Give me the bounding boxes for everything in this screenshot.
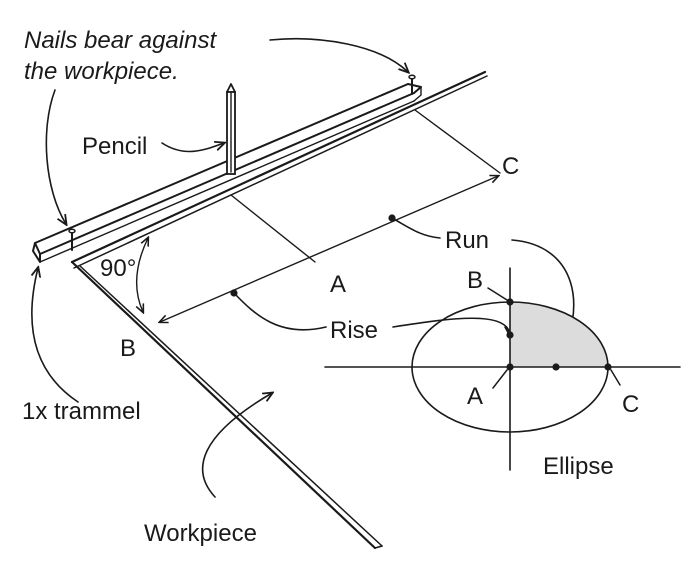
- leader-lines: [32, 37, 575, 498]
- dimension-lines: [137, 109, 501, 322]
- ellipse-run-dot: [552, 363, 560, 371]
- trammel-point-a: A: [330, 271, 346, 298]
- ellipse-figure: [324, 267, 681, 471]
- ellipse-point-c-label: C: [622, 391, 639, 418]
- trammel-point-c: C: [502, 153, 519, 180]
- ellipse-rise-dot: [506, 331, 514, 339]
- rise-label: Rise: [330, 317, 378, 344]
- workpiece-label: Workpiece: [144, 520, 257, 547]
- ellipse-point-a-label: A: [467, 383, 483, 410]
- ellipse-point-c: [604, 363, 612, 371]
- run-label: Run: [445, 227, 489, 254]
- pencil: [226, 83, 236, 175]
- nails-callout-line2: the workpiece.: [24, 58, 179, 85]
- trammel-label: 1x trammel: [22, 398, 141, 425]
- ellipse-point-a: [506, 363, 514, 371]
- ellipse-label: Ellipse: [543, 453, 614, 480]
- pencil-label: Pencil: [82, 133, 147, 160]
- ellipse-point-b-label: B: [467, 267, 483, 294]
- nails-callout-line1: Nails bear against: [24, 27, 217, 54]
- ellipse-quadrant-shade: [510, 302, 608, 367]
- nail-right: [408, 74, 416, 95]
- ellipse-point-b: [506, 298, 514, 306]
- angle-label: 90°: [100, 255, 136, 282]
- nail-left: [68, 228, 76, 251]
- trammel-point-b: B: [120, 335, 136, 362]
